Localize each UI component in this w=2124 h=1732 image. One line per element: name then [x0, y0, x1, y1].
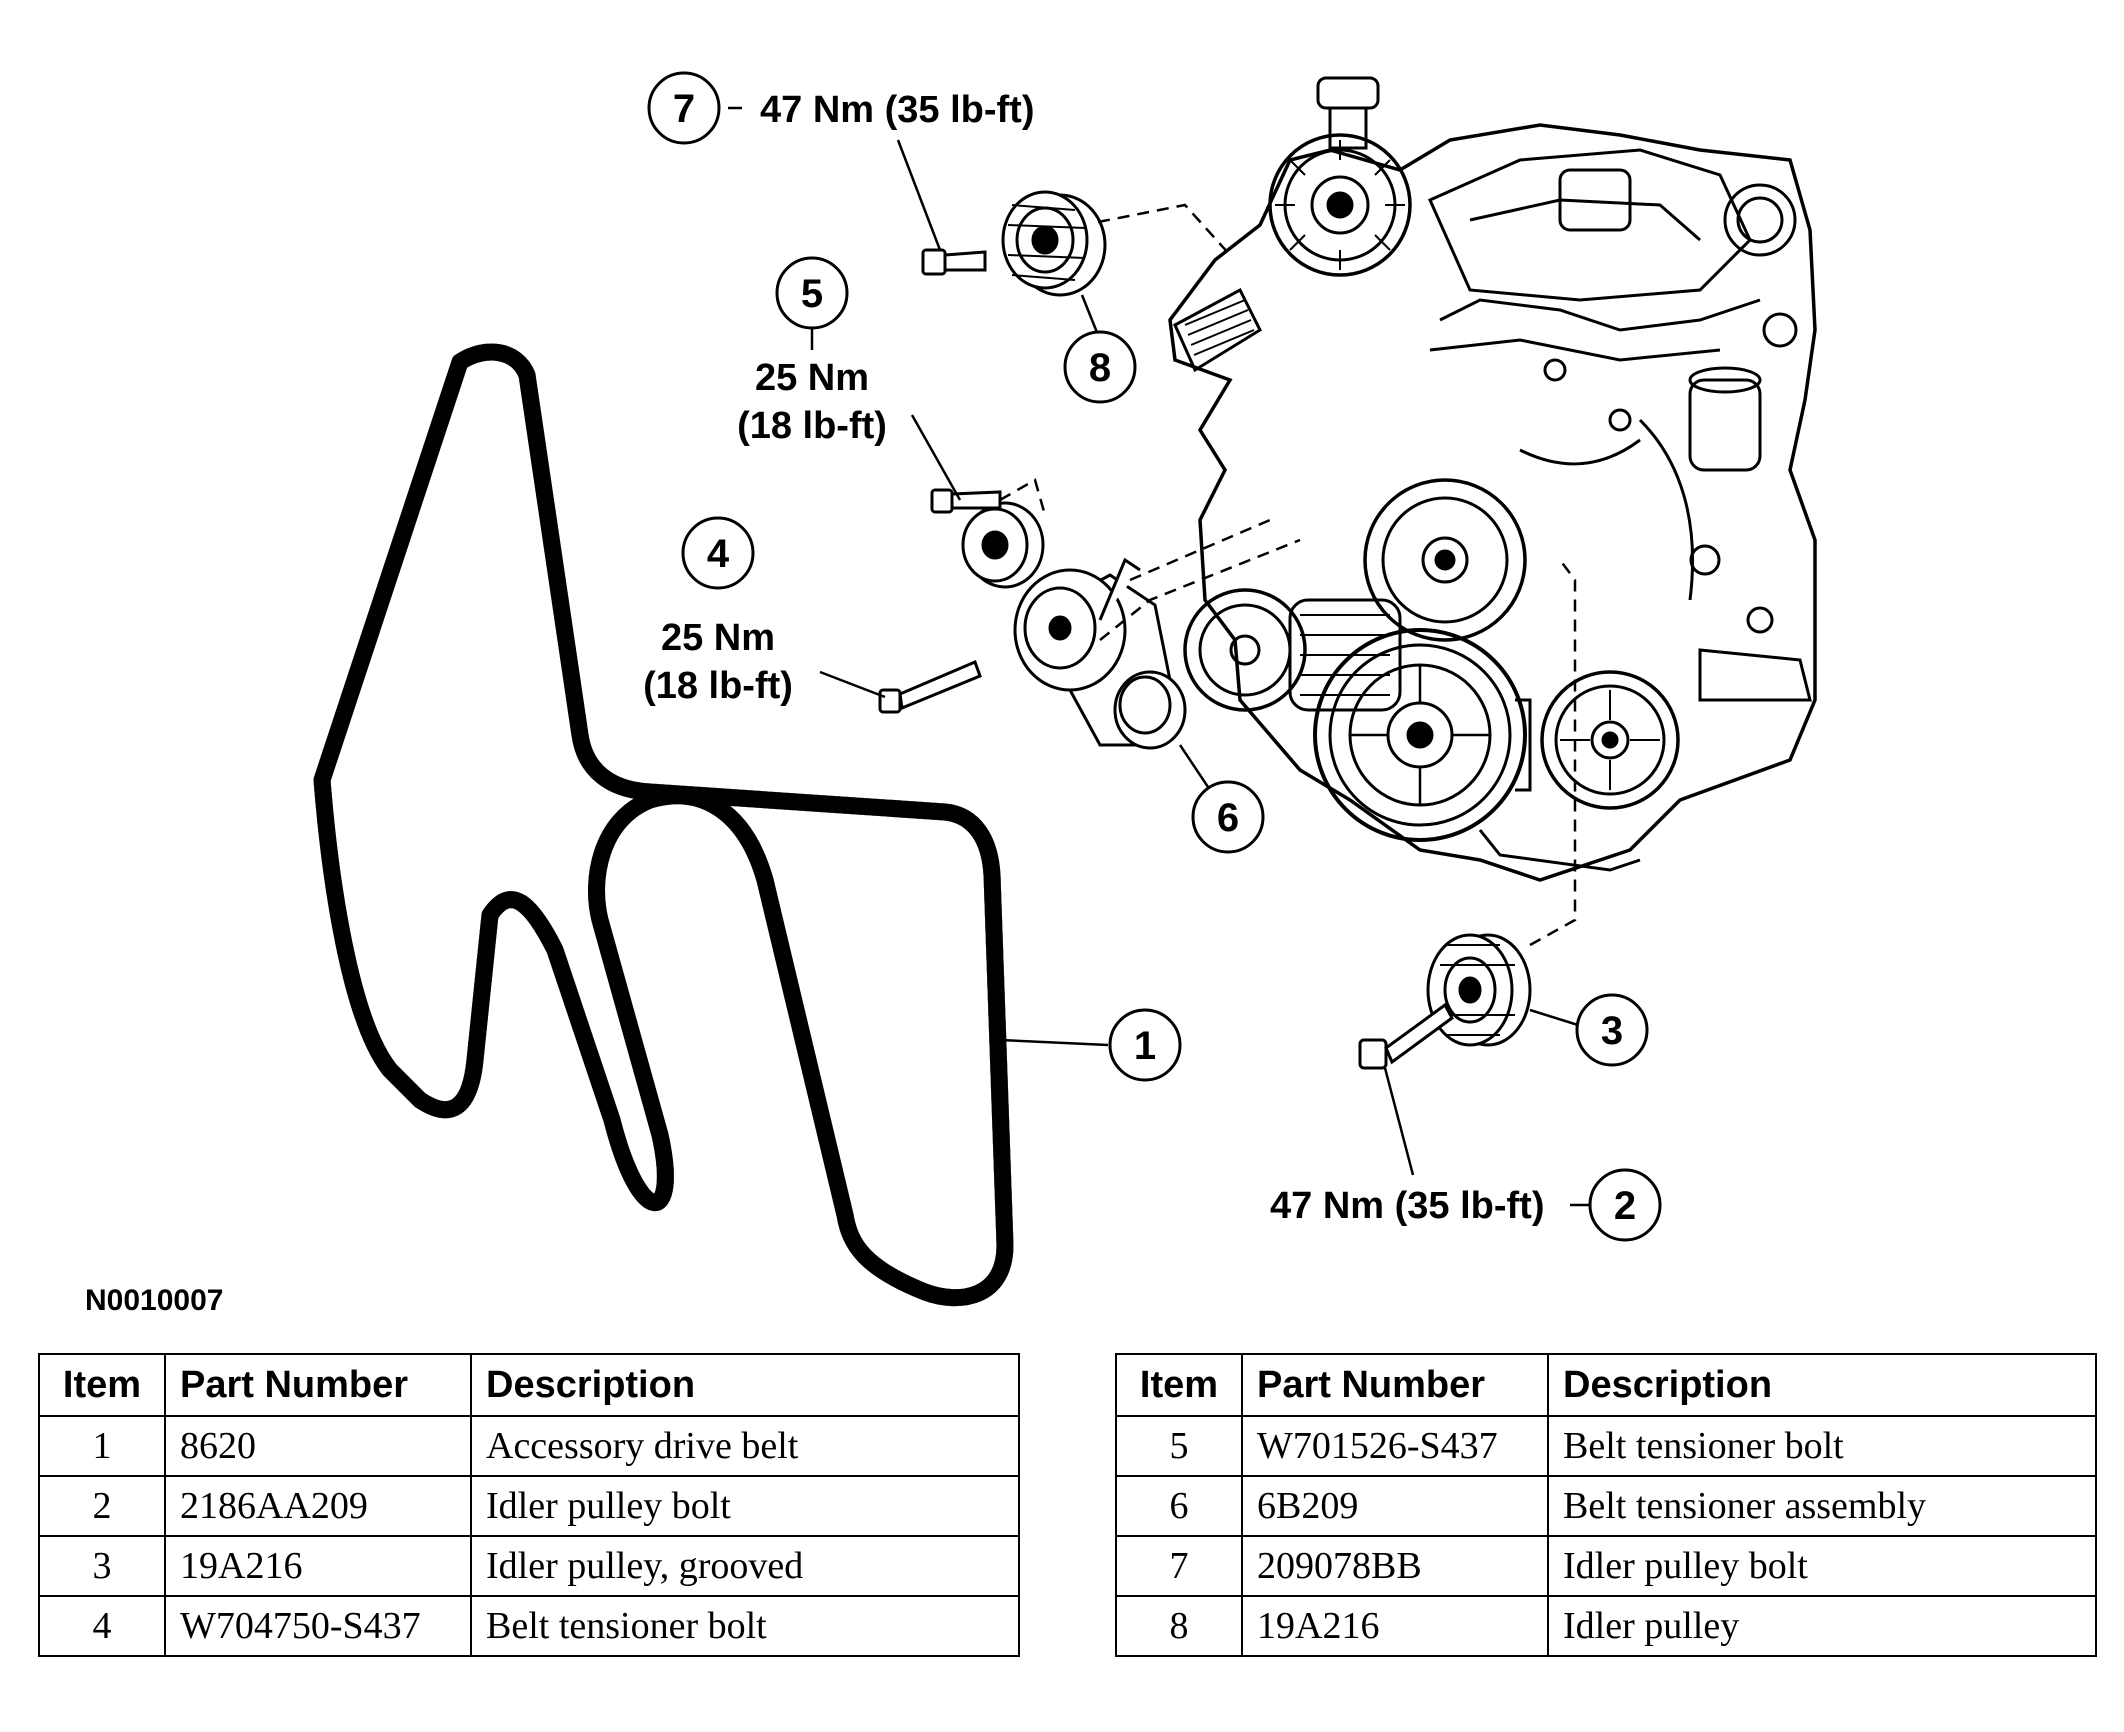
cell-item: 5: [1115, 1415, 1243, 1477]
cell-part-number: 8620: [164, 1415, 472, 1477]
header-part-number: Part Number: [164, 1353, 472, 1417]
callout-8-label: 8: [1089, 346, 1111, 390]
idler-pulley-bolt-upper: [921, 248, 987, 276]
cell-item: 8: [1115, 1595, 1243, 1657]
torque-label-5-lbft: (18 lb-ft): [737, 405, 887, 447]
header-description: Description: [1547, 1353, 2097, 1417]
parts-table-right: Item Part Number Description 5 W701526-S…: [1115, 1353, 2097, 1657]
idler-pulley-grooved: [1426, 933, 1532, 1047]
cell-description: Idler pulley bolt: [470, 1475, 1020, 1537]
cell-part-number: 19A216: [1241, 1595, 1549, 1657]
figure-id: N0010007: [85, 1284, 223, 1317]
cell-part-number: 6B209: [1241, 1475, 1549, 1537]
engine-illustration: [1168, 76, 1817, 882]
callout-5-label: 5: [801, 272, 823, 316]
table-row: 1 8620 Accessory drive belt: [38, 1415, 1020, 1477]
torque-label-7: 47 Nm (35 lb-ft): [760, 89, 1034, 131]
table-header-row: Item Part Number Description: [38, 1353, 1020, 1417]
callout-7: 7: [647, 71, 721, 145]
cell-item: 4: [38, 1595, 166, 1657]
callout-4: 4: [681, 516, 755, 590]
cell-item: 6: [1115, 1475, 1243, 1537]
cell-item: 7: [1115, 1535, 1243, 1597]
table-row: 4 W704750-S437 Belt tensioner bolt: [38, 1595, 1020, 1657]
callout-6: 6: [1191, 780, 1265, 854]
cell-description: Idler pulley: [1547, 1595, 2097, 1657]
cell-description: Belt tensioner bolt: [470, 1595, 1020, 1657]
dash-line-8: [1097, 203, 1231, 256]
idler-pulley-bolt-lower: [1358, 1002, 1454, 1070]
torque-label-4-nm: 25 Nm: [661, 617, 775, 659]
header-description: Description: [470, 1353, 1020, 1417]
belt-routing-diagram: 1 2 3 4 5 6 7 8 47 Nm (35 lb-ft) 25 Nm (…: [85, 71, 1817, 1317]
callout-1: 1: [1108, 1008, 1182, 1082]
dash-line-5: [999, 478, 1047, 516]
callout-2: 2: [1588, 1168, 1662, 1242]
table-row: 5 W701526-S437 Belt tensioner bolt: [1115, 1415, 2097, 1477]
belt-tensioner-bolt-4: [878, 659, 982, 714]
header-part-number: Part Number: [1241, 1353, 1549, 1417]
cell-description: Idler pulley bolt: [1547, 1535, 2097, 1597]
parts-table-left: Item Part Number Description 1 8620 Acce…: [38, 1353, 1020, 1657]
header-item: Item: [38, 1353, 166, 1417]
callout-4-label: 4: [707, 532, 730, 576]
cell-description: Idler pulley, grooved: [470, 1535, 1020, 1597]
cell-part-number: 209078BB: [1241, 1535, 1549, 1597]
cell-part-number: W701526-S437: [1241, 1415, 1549, 1477]
dash-line-4: [1099, 538, 1301, 641]
dash-line-6: [1129, 518, 1271, 582]
table-header-row: Item Part Number Description: [1115, 1353, 2097, 1417]
table-row: 2 2186AA209 Idler pulley bolt: [38, 1475, 1020, 1537]
cell-description: Belt tensioner bolt: [1547, 1415, 2097, 1477]
cell-description: Belt tensioner assembly: [1547, 1475, 2097, 1537]
callout-2-label: 2: [1614, 1184, 1636, 1228]
cell-part-number: 2186AA209: [164, 1475, 472, 1537]
callout-1-label: 1: [1134, 1024, 1156, 1068]
table-row: 3 19A216 Idler pulley, grooved: [38, 1535, 1020, 1597]
callout-8: 8: [1063, 330, 1137, 404]
callout-5: 5: [775, 256, 849, 330]
cell-description: Accessory drive belt: [470, 1415, 1020, 1477]
torque-label-2: 47 Nm (35 lb-ft): [1270, 1185, 1544, 1227]
callout-3: 3: [1575, 993, 1649, 1067]
cell-item: 1: [38, 1415, 166, 1477]
callout-3-label: 3: [1601, 1009, 1623, 1053]
torque-label-4-lbft: (18 lb-ft): [643, 665, 793, 707]
table-row: 7 209078BB Idler pulley bolt: [1115, 1535, 2097, 1597]
belt-tensioner-bolt-5: [930, 488, 1002, 514]
torque-label-5-nm: 25 Nm: [755, 357, 869, 399]
callout-6-label: 6: [1217, 796, 1239, 840]
callout-7-label: 7: [673, 87, 695, 131]
table-row: 8 19A216 Idler pulley: [1115, 1595, 2097, 1657]
cell-part-number: 19A216: [164, 1535, 472, 1597]
cell-part-number: W704750-S437: [164, 1595, 472, 1657]
table-row: 6 6B209 Belt tensioner assembly: [1115, 1475, 2097, 1537]
cell-item: 3: [38, 1535, 166, 1597]
accessory-drive-belt: [313, 352, 1014, 1298]
idler-pulley-upper: [1001, 190, 1107, 297]
dash-line-3: [1529, 559, 1577, 947]
header-item: Item: [1115, 1353, 1243, 1417]
belt-tensioner-assembly: [961, 501, 1187, 750]
cell-item: 2: [38, 1475, 166, 1537]
